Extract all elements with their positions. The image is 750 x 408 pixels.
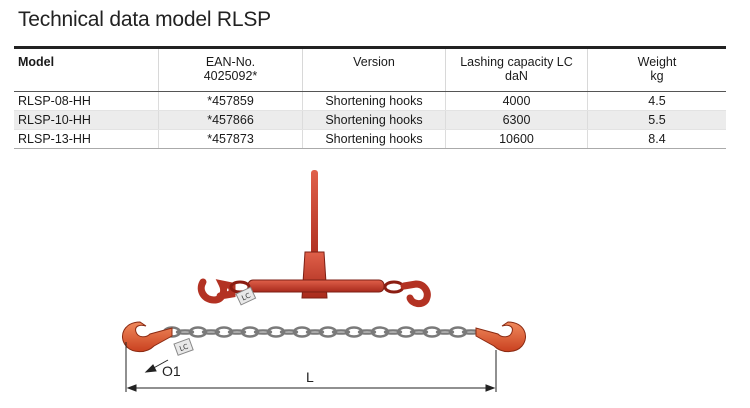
- cell-weight: 4.5: [587, 92, 726, 110]
- header-version: Version: [302, 49, 445, 91]
- header-weight: Weight kg: [587, 49, 726, 91]
- lc-tag-small-label: LC: [241, 291, 252, 302]
- lc-tag-large-label: LC: [178, 343, 189, 354]
- cell-version: Shortening hooks: [302, 130, 445, 148]
- cell-ean: *457873: [158, 130, 302, 148]
- chain-link: [370, 326, 390, 338]
- cell-model: RLSP-10-HH: [18, 113, 91, 127]
- chain-link: [383, 329, 403, 335]
- left-shortening-hook: [122, 321, 173, 353]
- product-illustration: LC LC O1 L: [122, 170, 526, 392]
- chain-link: [227, 329, 247, 335]
- dimension-o1-label: O1: [162, 363, 181, 379]
- chain-link: [279, 329, 299, 335]
- chain-link: [409, 329, 429, 335]
- ratchet-lever: [311, 170, 318, 268]
- header-model: Model: [18, 55, 55, 69]
- cell-ean: *457859: [158, 92, 302, 110]
- ratchet-binder: LC: [197, 170, 431, 308]
- left-grab-hook: [197, 278, 236, 304]
- chain-links: [162, 326, 481, 338]
- chain-link: [357, 329, 377, 335]
- cell-weight: 5.5: [587, 111, 726, 129]
- chain-link: [253, 329, 273, 335]
- dimension-lines: [125, 342, 497, 392]
- chain-link: [435, 329, 455, 335]
- right-chain-link: [383, 280, 405, 294]
- chain-link: [240, 326, 260, 338]
- lc-tag-large: LC: [173, 337, 194, 356]
- chain-link: [448, 326, 468, 338]
- cell-version: Shortening hooks: [302, 92, 445, 110]
- cell-version: Shortening hooks: [302, 111, 445, 129]
- chain-link: [344, 326, 364, 338]
- ratchet-tube: [247, 279, 385, 293]
- technical-data-table: Model EAN-No. 4025092* Version Lashing c…: [14, 46, 726, 149]
- chain-link: [214, 326, 234, 338]
- chain-link: [422, 326, 442, 338]
- right-grab-hook: [400, 280, 431, 308]
- chain-link: [292, 326, 312, 338]
- chain-link: [318, 326, 338, 338]
- cell-weight: 8.4: [587, 130, 726, 148]
- cell-model: RLSP-08-HH: [18, 94, 91, 108]
- right-shortening-hook: [475, 321, 526, 353]
- table-row: RLSP-08-HH *457859 Shortening hooks 4000…: [14, 92, 726, 111]
- table-row: RLSP-10-HH *457866 Shortening hooks 6300…: [14, 111, 726, 130]
- cell-model: RLSP-13-HH: [18, 132, 91, 146]
- header-ean: EAN-No. 4025092*: [158, 49, 302, 91]
- dimension-length-label: L: [306, 369, 314, 385]
- page-title: Technical data model RLSP: [18, 8, 271, 31]
- chain-link: [396, 326, 416, 338]
- cell-lc: 10600: [445, 130, 587, 148]
- cell-lc: 4000: [445, 92, 587, 110]
- cell-lc: 6300: [445, 111, 587, 129]
- chain-link: [175, 329, 195, 335]
- chain-link: [201, 329, 221, 335]
- header-lashing-capacity: Lashing capacity LC daN: [445, 49, 587, 91]
- lc-tag-small: LC: [235, 286, 257, 306]
- chain-link: [266, 326, 286, 338]
- table-row: RLSP-13-HH *457873 Shortening hooks 1060…: [14, 130, 726, 149]
- chain-link: [331, 329, 351, 335]
- table-header-row: Model EAN-No. 4025092* Version Lashing c…: [14, 49, 726, 92]
- chain-assembly: LC: [122, 321, 526, 356]
- cell-ean: *457866: [158, 111, 302, 129]
- chain-link: [188, 326, 208, 338]
- chain-link: [305, 329, 325, 335]
